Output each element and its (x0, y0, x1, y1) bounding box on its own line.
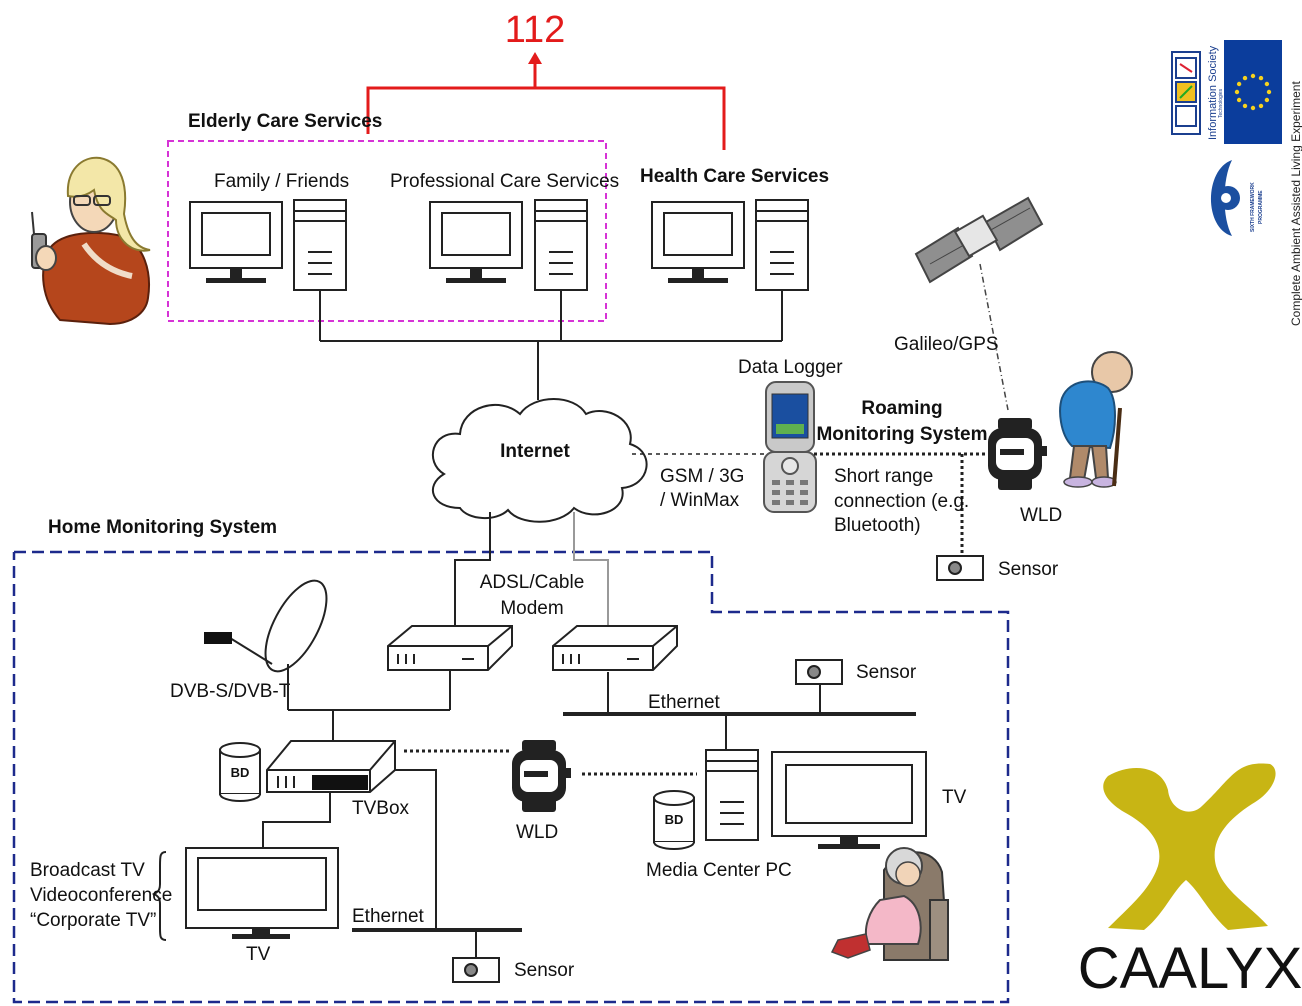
project-full-name: Complete Ambient Assisted Living Experim… (1289, 81, 1302, 326)
ist-logo-subtext: Technologies (1218, 88, 1224, 118)
ist-logo-text: Information Society (1207, 45, 1219, 140)
media-center-label: Media Center PC (646, 860, 792, 881)
emergency-number-label: 112 (505, 9, 566, 51)
satellite-icon (914, 196, 1044, 284)
eu-star-icon (1236, 81, 1242, 87)
sixth-framework-logo: SIXTH FRAMEWORK PROGRAMME (1211, 160, 1264, 236)
caalyx-brand-text: CAALYX (1078, 936, 1302, 1001)
home-right-ethernet-wiring (563, 672, 916, 750)
short-range-line3: Bluetooth) (834, 515, 921, 536)
sixth-fp-line1: SIXTH FRAMEWORK (1250, 182, 1256, 232)
elderly-woman-armchair-icon (830, 847, 950, 961)
home-left-tv-icon (185, 847, 339, 939)
short-range-line1: Short range (834, 466, 933, 487)
caregiver-person-icon (31, 156, 151, 326)
home-bottom-ethernet-wiring (352, 928, 522, 958)
media-center-bd-label: BD (665, 812, 684, 827)
internet-label: Internet (500, 441, 570, 462)
data-logger-phone-icon (763, 381, 817, 513)
professional-monitor (429, 201, 523, 284)
internet-cloud-icon (431, 398, 648, 523)
gsm-label-line1: GSM / 3G (660, 466, 744, 487)
modem-label-line2: Modem (500, 598, 563, 619)
modem-label-line1: ADSL/Cable (480, 572, 585, 593)
services-network-wiring (319, 290, 783, 400)
eu-star-icon (1250, 105, 1256, 111)
roaming-label-line1: Roaming (861, 398, 942, 419)
broadcast-line3: “Corporate TV” (30, 910, 156, 931)
home-left-wiring (262, 664, 451, 930)
roaming-sensor-icon (936, 555, 984, 581)
gps-signal-line (979, 263, 1009, 411)
home-wld-watch-icon (512, 740, 571, 812)
tvbox-icon (266, 740, 396, 793)
health-monitor (651, 201, 745, 284)
roaming-wld-label: WLD (1020, 505, 1062, 526)
modem-right-icon (552, 625, 678, 671)
home-left-tv-label: TV (246, 944, 271, 965)
home-bottom-sensor-icon (452, 957, 500, 983)
data-logger-label: Data Logger (738, 357, 843, 378)
family-pc-tower (293, 199, 347, 291)
tvbox-bd-label: BD (231, 765, 250, 780)
emergency-connector (366, 52, 726, 150)
eu-star-icon (1258, 103, 1264, 109)
family-friends-label: Family / Friends (214, 171, 349, 192)
home-monitoring-title: Home Monitoring System (48, 517, 277, 538)
home-wld-label: WLD (516, 822, 558, 843)
ist-logo: Information Society Technologies (1171, 45, 1224, 140)
family-monitor (189, 201, 283, 284)
professional-pc-tower (534, 199, 588, 291)
elderly-man-icon (1059, 351, 1133, 488)
elderly-care-box (167, 140, 607, 322)
internet-to-modem-lines (454, 512, 609, 626)
roaming-label-line2: Monitoring System (816, 424, 987, 445)
eu-star-icon (1242, 103, 1248, 109)
elderly-care-title: Elderly Care Services (188, 111, 382, 132)
home-right-sensor-label: Sensor (856, 662, 917, 683)
eu-star-icon (1258, 75, 1264, 81)
health-pc-tower (755, 199, 809, 291)
galileo-label: Galileo/GPS (894, 334, 999, 355)
ethernet-right-label: Ethernet (648, 692, 721, 713)
broadcast-brace (151, 851, 167, 941)
broadcast-line2: Videoconference (30, 885, 172, 906)
eu-flag-logo (1224, 40, 1282, 144)
home-right-sensor-icon (795, 659, 843, 685)
eu-star-icon (1250, 73, 1256, 79)
modem-left-icon (387, 625, 513, 671)
satellite-dish-icon (204, 579, 328, 673)
ethernet-bottom-label: Ethernet (352, 906, 425, 927)
media-center-tv-label: TV (942, 787, 967, 808)
roaming-sensor-label: Sensor (998, 559, 1059, 580)
tvbox-label: TVBox (352, 798, 410, 819)
eu-star-icon (1266, 89, 1272, 95)
sixth-fp-line2: PROGRAMME (1258, 190, 1264, 224)
media-center-tv-icon (771, 751, 927, 849)
eu-star-icon (1234, 89, 1240, 95)
home-bottom-sensor-label: Sensor (514, 960, 575, 981)
dvb-label: DVB-S/DVB-T (170, 681, 291, 702)
home-monitoring-box (12, 550, 1010, 1004)
health-care-label: Health Care Services (640, 166, 829, 187)
professional-care-label: Professional Care Services (390, 171, 619, 192)
gsm-label-line2: / WinMax (660, 490, 740, 511)
broadcast-line1: Broadcast TV (30, 860, 145, 881)
eu-star-icon (1264, 97, 1270, 103)
short-range-line2: connection (e.g. (834, 491, 969, 512)
media-center-tower-icon (705, 749, 759, 841)
eu-star-icon (1242, 75, 1248, 81)
roaming-wld-watch-icon (988, 418, 1047, 490)
caalyx-logo-mark (1103, 763, 1276, 930)
eu-star-icon (1264, 81, 1270, 87)
eu-star-icon (1236, 97, 1242, 103)
